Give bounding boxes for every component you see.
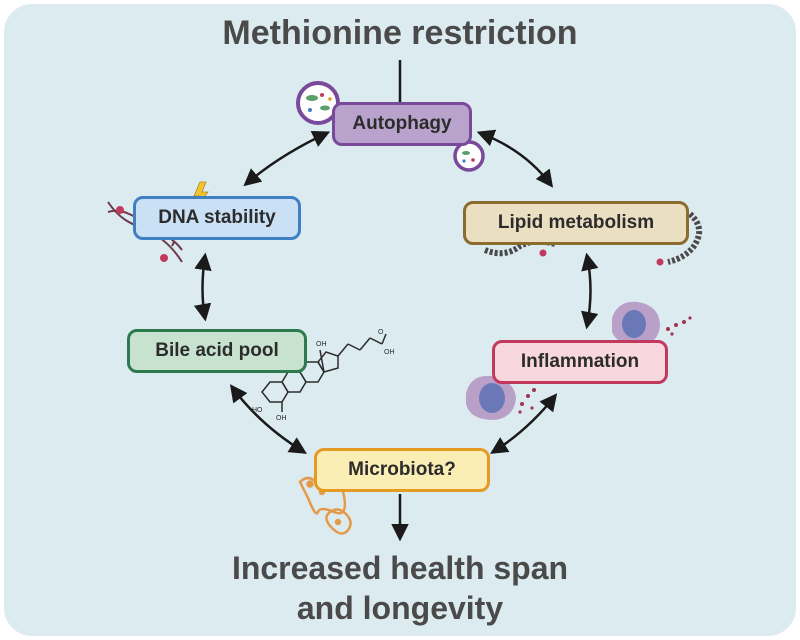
arrow-dna-bile [193, 252, 212, 322]
arrow-dna-autophagy [243, 131, 331, 187]
outcome-title-line-1: Increased health span [231, 550, 569, 586]
node-bile-acid-pool: Bile acid pool [127, 329, 307, 373]
arrow-lipid-inflammation [581, 252, 599, 330]
node-autophagy-label: Autophagy [352, 113, 452, 134]
oh-label: OH [316, 341, 327, 348]
o-label: O [378, 329, 384, 336]
immune-cell-icon [466, 375, 516, 420]
arrow-autophagy-lipid [476, 129, 554, 188]
outcome-title: Increased health span and longevity [0, 548, 800, 628]
outcome-title-line-2: and longevity [296, 590, 504, 626]
arrow-inflammation-microbiota [490, 393, 558, 454]
bile-acid-labels: OH O OH HO OH [252, 329, 395, 422]
node-dna-stability: DNA stability [133, 196, 301, 240]
oh-label: OH [276, 415, 287, 422]
node-autophagy: Autophagy [332, 102, 472, 146]
ho-label: HO [252, 407, 263, 414]
node-bile-acid-pool-label: Bile acid pool [155, 340, 279, 361]
node-microbiota: Microbiota? [314, 448, 490, 492]
arrow-bile-microbiota [229, 384, 307, 454]
node-dna-stability-label: DNA stability [158, 207, 276, 228]
lysosome-icon [453, 140, 485, 172]
immune-cell-icon [612, 301, 660, 346]
node-microbiota-label: Microbiota? [348, 459, 456, 480]
cytokines-icon [666, 316, 692, 336]
node-inflammation-label: Inflammation [520, 351, 640, 372]
diagram-title: Methionine restriction [222, 14, 578, 52]
node-lipid-metabolism-label: Lipid metabolism [497, 212, 655, 233]
dna-damage-marker-icon [116, 206, 168, 262]
oh-label: OH [384, 349, 395, 356]
cytokines-icon [518, 388, 536, 414]
node-inflammation: Inflammation [492, 340, 668, 384]
node-lipid-metabolism: Lipid metabolism [463, 201, 689, 245]
